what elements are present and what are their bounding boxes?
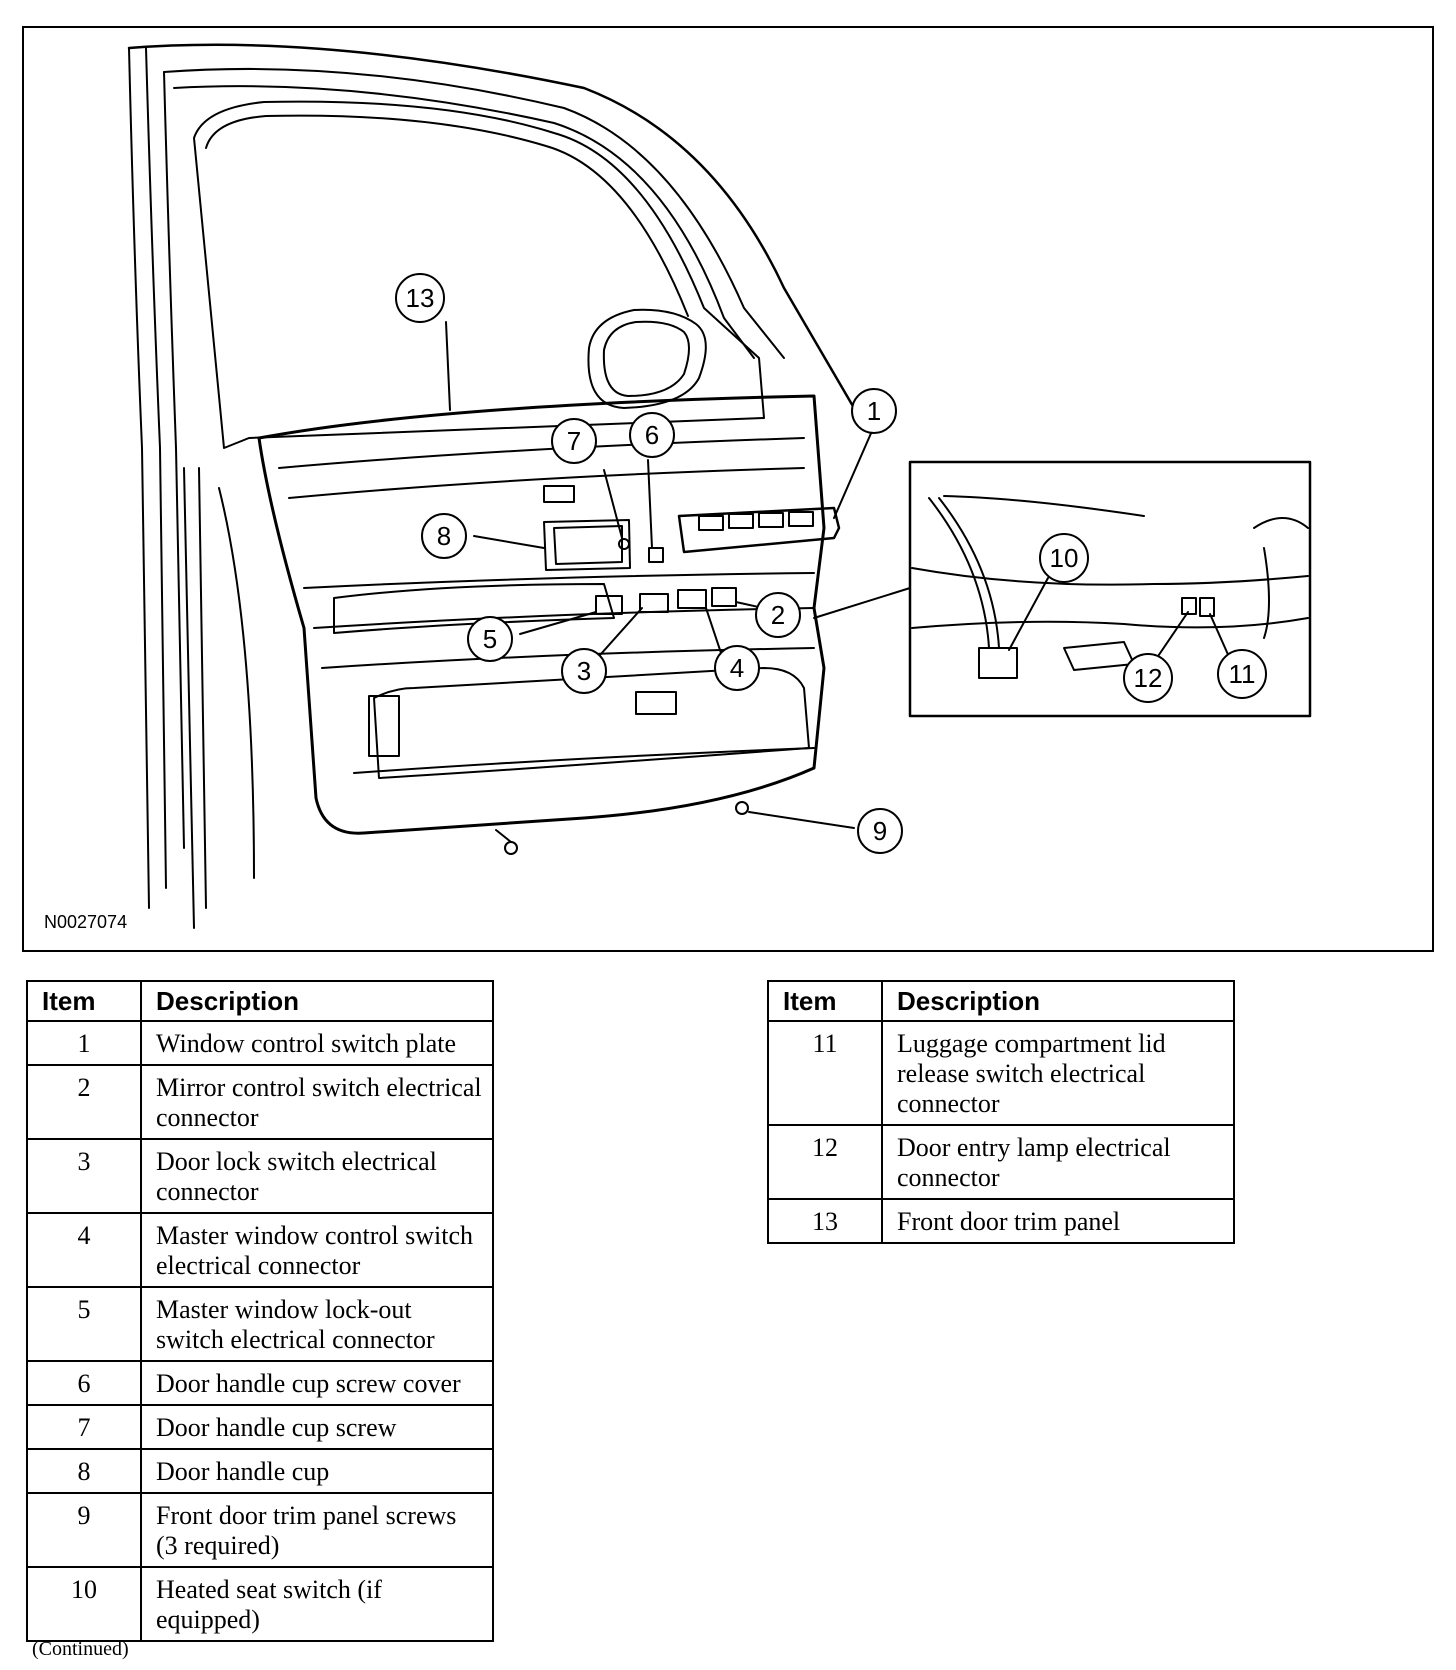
item-description: Door lock switch electrical connector [140, 1138, 494, 1214]
item-description: Front door trim panel [881, 1198, 1235, 1244]
window-switch-plate [677, 506, 841, 554]
callout-5: 5 [467, 616, 513, 662]
callout-8: 8 [421, 513, 467, 559]
item-description: Door entry lamp electrical connector [881, 1124, 1235, 1200]
svg-text:12: 12 [1134, 663, 1163, 693]
connector-11 [1199, 597, 1215, 617]
item-number: 2 [26, 1064, 142, 1140]
item-number: 6 [26, 1360, 142, 1406]
callout-12: 12 [1123, 653, 1173, 703]
item-number: 3 [26, 1138, 142, 1214]
continued-note: (Continued) [32, 1638, 129, 1660]
trim-panel-outline [257, 394, 826, 835]
door-handle-cup [543, 519, 631, 571]
svg-text:1: 1 [867, 396, 881, 426]
connector-5 [595, 595, 623, 615]
callout-10: 10 [1039, 533, 1089, 583]
door-frame-outline [128, 47, 150, 909]
callout-3: 3 [561, 648, 607, 694]
connector-3 [639, 593, 669, 613]
svg-text:2: 2 [771, 600, 785, 630]
item-number: 8 [26, 1448, 142, 1494]
trim-screw [735, 801, 749, 815]
svg-text:13: 13 [406, 283, 435, 313]
window-glass [193, 100, 765, 449]
item-description: Heated seat switch (if equipped) [140, 1566, 494, 1642]
table-header-row: Item Description [767, 980, 1235, 1022]
callout-4: 4 [714, 645, 760, 691]
svg-text:6: 6 [645, 420, 659, 450]
item-description: Door handle cup screw cover [140, 1360, 494, 1406]
callout-7: 7 [551, 418, 597, 464]
item-number: 10 [26, 1566, 142, 1642]
svg-text:3: 3 [577, 656, 591, 686]
table-header-row: Item Description [26, 980, 494, 1022]
item-number: 9 [26, 1492, 142, 1568]
item-number: 4 [26, 1212, 142, 1288]
item-description: Door handle cup screw [140, 1404, 494, 1450]
armrest [333, 583, 615, 634]
item-description: Front door trim panel screws (3 required… [140, 1492, 494, 1568]
column-header-description: Description [140, 980, 494, 1022]
connector-4 [677, 589, 707, 609]
callout-2: 2 [755, 592, 801, 638]
svg-text:10: 10 [1050, 543, 1079, 573]
column-header-item: Item [767, 980, 883, 1022]
callout-11: 11 [1217, 649, 1267, 699]
item-description: Mirror control switch electrical connect… [140, 1064, 494, 1140]
item-description: Luggage compartment lid release switch e… [881, 1020, 1235, 1126]
door-trim-panel-illustration: 13 1 7 6 8 2 5 3 4 9 10 12 11 N0027074 [22, 26, 1434, 952]
callout-13: 13 [395, 273, 445, 323]
svg-text:7: 7 [567, 426, 581, 456]
illustration-svg: 13 1 7 6 8 2 5 3 4 9 10 12 11 [127, 43, 1312, 929]
column-header-description: Description [881, 980, 1235, 1022]
item-number: 1 [26, 1020, 142, 1066]
trim-screw [504, 841, 518, 855]
svg-text:5: 5 [483, 624, 497, 654]
item-number: 13 [767, 1198, 883, 1244]
svg-text:4: 4 [730, 653, 744, 683]
svg-text:9: 9 [873, 816, 887, 846]
item-number: 12 [767, 1124, 883, 1200]
figure-code: N0027074 [44, 912, 128, 932]
item-number: 11 [767, 1020, 883, 1126]
column-header-item: Item [26, 980, 142, 1022]
connector-2 [711, 587, 737, 607]
heated-seat-connector [978, 647, 1018, 679]
callout-1: 1 [851, 388, 897, 434]
svg-text:8: 8 [437, 521, 451, 551]
connector-12 [1181, 597, 1197, 615]
callout-6: 6 [629, 412, 675, 458]
item-description: Master window control switch electrical … [140, 1212, 494, 1288]
svg-text:11: 11 [1229, 659, 1256, 689]
item-description: Master window lock-out switch electrical… [140, 1286, 494, 1362]
side-mirror [587, 308, 707, 409]
item-number: 5 [26, 1286, 142, 1362]
item-description: Door handle cup [140, 1448, 494, 1494]
item-number: 7 [26, 1404, 142, 1450]
item-description: Window control switch plate [140, 1020, 494, 1066]
callout-9: 9 [857, 808, 903, 854]
